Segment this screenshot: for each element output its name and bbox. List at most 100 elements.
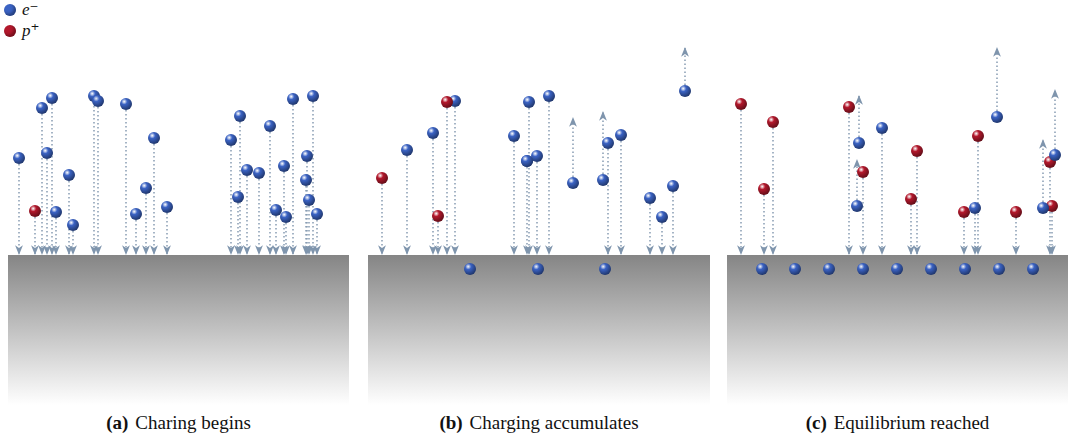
electron (278, 160, 290, 172)
electron (597, 174, 609, 186)
trajectory-arrow (772, 128, 773, 254)
trajectory-arrow (97, 107, 98, 254)
trajectory-arrow (513, 142, 514, 254)
proton (911, 145, 923, 157)
proton (905, 193, 917, 205)
electron (140, 182, 152, 194)
trajectory-arrow (548, 102, 549, 254)
electron (543, 90, 555, 102)
trajectory-arrow (93, 102, 94, 254)
trajectory-arrow (740, 110, 741, 254)
electron (120, 98, 132, 110)
trajectory-arrow (406, 156, 407, 254)
trajectory-arrow (572, 118, 573, 177)
electron (679, 85, 691, 97)
trajectory-arrow (166, 213, 167, 254)
electron (303, 194, 315, 206)
trajectory-arrow (620, 141, 621, 254)
legend-item: e⁻ (4, 0, 39, 20)
trajectory-arrow (536, 162, 537, 254)
electron (148, 132, 160, 144)
electron (63, 169, 75, 181)
electron (851, 200, 863, 212)
trajectory-arrow (661, 223, 662, 254)
trajectory-arrow (125, 110, 126, 254)
panel-caption: (a)Charing begins (8, 412, 349, 434)
electron (925, 263, 937, 275)
trajectory-arrow (292, 105, 293, 254)
electron (41, 147, 53, 159)
trajectory-arrow (526, 167, 527, 254)
panel-caption: (c) Equilibrium reached (727, 412, 1068, 434)
trajectory-arrow (649, 204, 650, 254)
electron (656, 211, 668, 223)
trajectory-arrow (437, 222, 438, 254)
caption-text: Charging accumulates (470, 412, 639, 434)
trajectory-arrow (269, 132, 270, 254)
trajectory-arrow (153, 144, 154, 254)
panel-label: (b) (439, 412, 462, 434)
electron (1037, 202, 1049, 214)
electron (991, 111, 1003, 123)
electron (301, 150, 313, 162)
electron (225, 134, 237, 146)
electron (280, 211, 292, 223)
proton (735, 98, 747, 110)
electron (521, 155, 533, 167)
trajectory-arrow (848, 113, 849, 254)
trajectory-arrow (974, 214, 975, 254)
electron (602, 137, 614, 149)
trajectory-arrow (1015, 218, 1016, 254)
electron (567, 177, 579, 189)
caption-text: Charing begins (135, 412, 251, 434)
trajectory-arrow (996, 48, 997, 111)
trajectory-arrow (881, 134, 882, 254)
trajectory-arrow (258, 179, 259, 254)
trajectory-arrow (275, 216, 276, 254)
electron (234, 110, 246, 122)
trajectory-arrow (72, 231, 73, 254)
trajectory-arrow (55, 218, 56, 254)
electron (891, 263, 903, 275)
proton (29, 205, 41, 217)
electron (853, 137, 865, 149)
caption-text: Equilibrium reached (834, 412, 990, 434)
electron (969, 202, 981, 214)
electron (241, 164, 253, 176)
trajectory-arrow (239, 122, 240, 254)
electron (876, 122, 888, 134)
trajectory-arrow (672, 192, 673, 254)
electron (644, 192, 656, 204)
trajectory-arrow (285, 223, 286, 254)
trajectory-arrow (312, 102, 313, 254)
legend-text: e⁻ (22, 0, 39, 20)
proton (843, 101, 855, 113)
trajectory-arrow (607, 149, 608, 254)
trajectory-arrow (308, 206, 309, 254)
electron (532, 263, 544, 275)
trajectory-arrow (1054, 90, 1055, 149)
trajectory-arrow (1051, 212, 1052, 254)
trajectory-arrow (41, 114, 42, 254)
electron (92, 95, 104, 107)
legend-swatch (4, 4, 16, 16)
electron (823, 263, 835, 275)
electron (1027, 263, 1039, 275)
trajectory-arrow (432, 139, 433, 254)
trajectory-arrow (68, 181, 69, 254)
trajectory-arrow (246, 176, 247, 254)
trajectory-arrow (145, 194, 146, 254)
electron (756, 263, 768, 275)
electron (857, 263, 869, 275)
electron (253, 167, 265, 179)
trajectory-arrow (862, 178, 863, 254)
trajectory-arrow (446, 108, 447, 254)
trajectory-arrows (19, 48, 1055, 254)
panel-label: (c) (806, 412, 827, 434)
electron (959, 263, 971, 275)
electron (67, 219, 79, 231)
legend-swatch (4, 25, 16, 37)
trajectory-arrow (963, 218, 964, 254)
trajectory-arrow (18, 164, 19, 254)
